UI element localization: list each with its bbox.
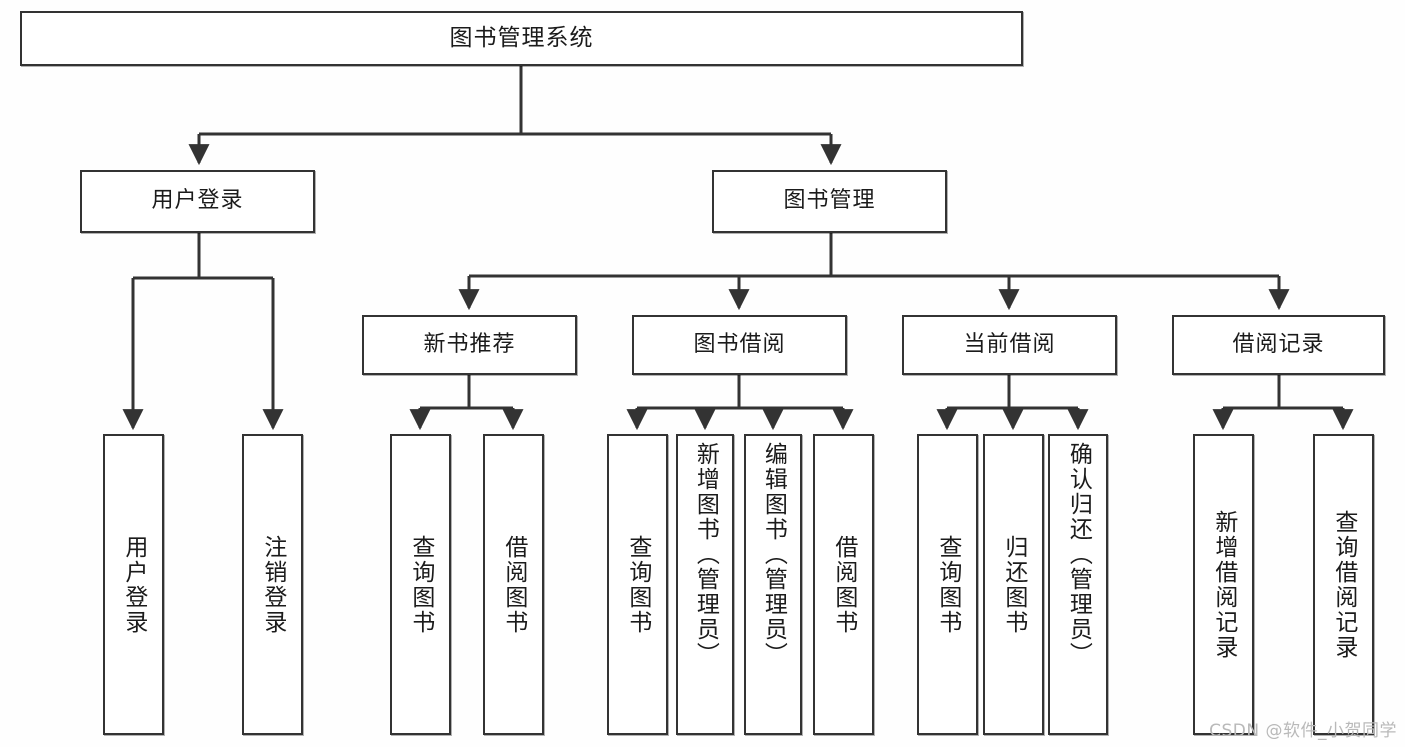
- leaf-current-borrow-confirm-return-admin[interactable]: 确认归还（管理员）: [1048, 434, 1108, 735]
- node-label: 新增图书（管理员）: [692, 442, 719, 667]
- node-label: 借阅图书: [500, 534, 527, 635]
- node-label: 查询图书: [407, 534, 434, 635]
- node-root-book-management-system[interactable]: 图书管理系统: [20, 11, 1023, 66]
- leaf-current-borrow-query-book[interactable]: 查询图书: [917, 434, 978, 735]
- node-book-borrow[interactable]: 图书借阅: [632, 315, 847, 375]
- node-label: 查询图书: [934, 534, 961, 635]
- node-label: 编辑图书（管理员）: [760, 442, 787, 667]
- node-label: 图书管理: [783, 188, 876, 214]
- node-label: 注销登录: [259, 534, 286, 635]
- node-label: 确认归还（管理员）: [1065, 442, 1092, 667]
- node-label: 图书管理系统: [449, 24, 594, 51]
- leaf-borrow-record-query-record[interactable]: 查询借阅记录: [1313, 434, 1374, 735]
- node-label: 查询图书: [624, 534, 651, 635]
- node-label: 图书借阅: [693, 331, 786, 357]
- node-label: 借阅记录: [1232, 331, 1325, 357]
- leaf-book-borrow-edit-book-admin[interactable]: 编辑图书（管理员）: [744, 434, 802, 735]
- node-borrow-record[interactable]: 借阅记录: [1172, 315, 1385, 375]
- leaf-user-login-logout[interactable]: 注销登录: [242, 434, 303, 735]
- node-label: 用户登录: [151, 188, 244, 214]
- watermark-text: CSDN @软件_小贺同学: [1209, 721, 1397, 741]
- node-label: 新书推荐: [423, 331, 516, 357]
- leaf-current-borrow-return-book[interactable]: 归还图书: [983, 434, 1044, 735]
- node-book-management[interactable]: 图书管理: [712, 170, 947, 233]
- leaf-new-book-query-book[interactable]: 查询图书: [390, 434, 451, 735]
- leaf-user-login-login[interactable]: 用户登录: [103, 434, 164, 735]
- node-label: 归还图书: [1000, 534, 1027, 635]
- node-new-book-recommend[interactable]: 新书推荐: [362, 315, 577, 375]
- node-label: 用户登录: [120, 534, 147, 635]
- leaf-book-borrow-query-book[interactable]: 查询图书: [607, 434, 668, 735]
- node-label: 当前借阅: [963, 331, 1056, 357]
- node-user-login[interactable]: 用户登录: [80, 170, 315, 233]
- node-label: 新增借阅记录: [1210, 509, 1237, 660]
- leaf-book-borrow-borrow-book[interactable]: 借阅图书: [813, 434, 874, 735]
- leaf-new-book-borrow-book[interactable]: 借阅图书: [483, 434, 544, 735]
- node-label: 查询借阅记录: [1330, 509, 1357, 660]
- leaf-borrow-record-add-record[interactable]: 新增借阅记录: [1193, 434, 1254, 735]
- node-current-borrow[interactable]: 当前借阅: [902, 315, 1117, 375]
- leaf-book-borrow-add-book-admin[interactable]: 新增图书（管理员）: [676, 434, 734, 735]
- node-label: 借阅图书: [830, 534, 857, 635]
